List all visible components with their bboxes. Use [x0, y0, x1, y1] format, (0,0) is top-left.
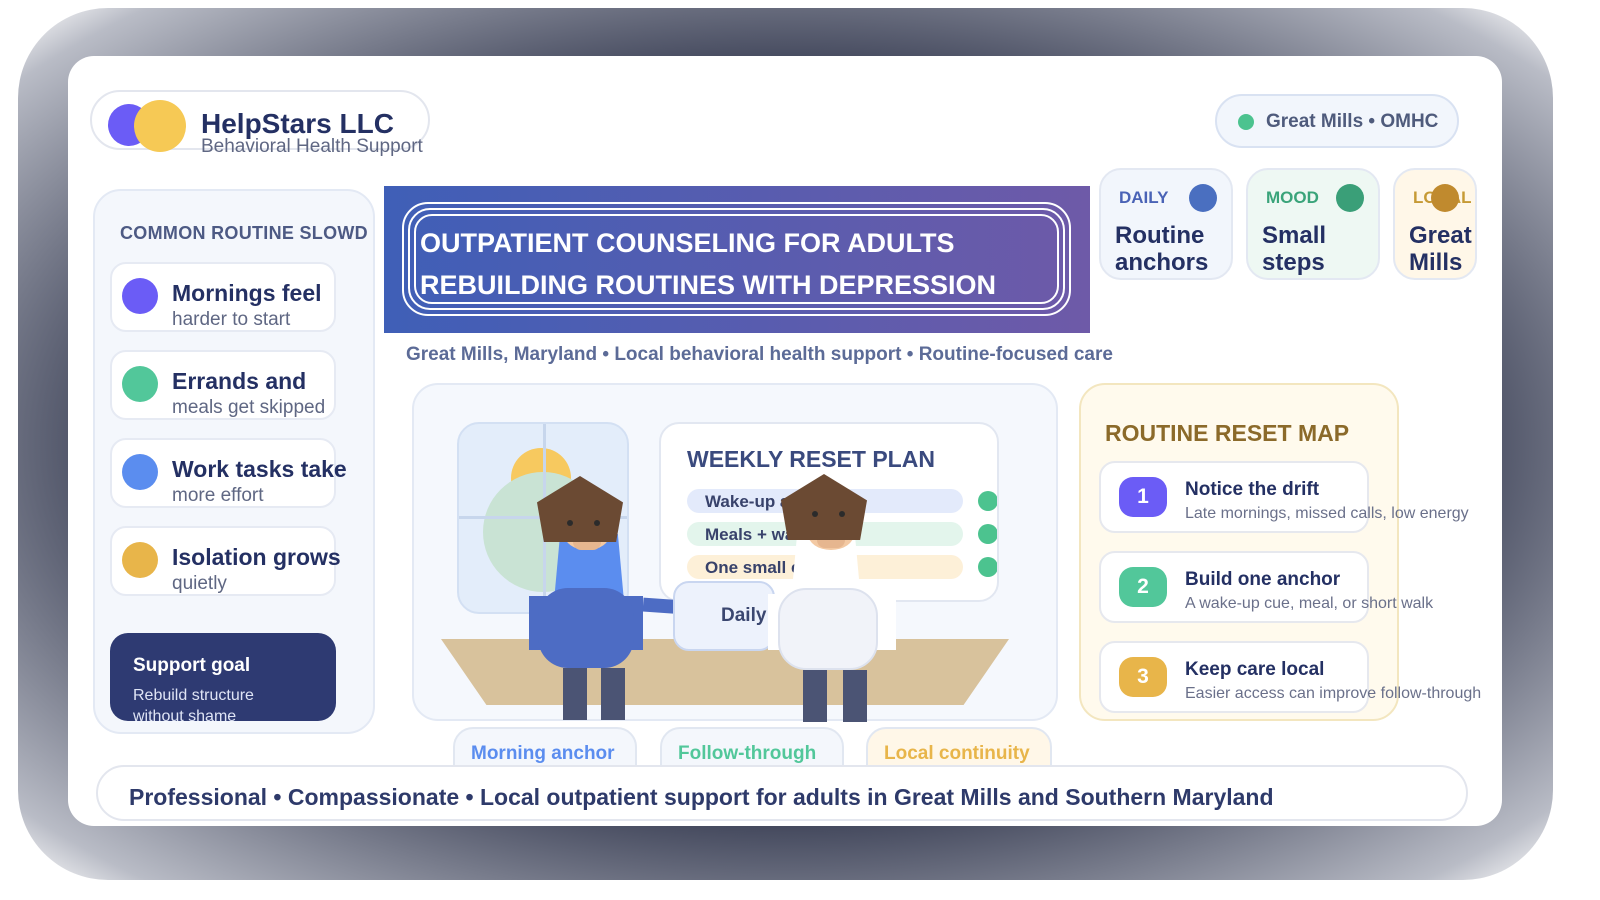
- badge-dot-icon: [1431, 184, 1459, 212]
- badge-tag: MOOD: [1266, 188, 1319, 207]
- badge-line-2: anchors: [1115, 249, 1209, 276]
- logo-yellow-circle: [134, 100, 186, 152]
- footer-pill: [96, 765, 1468, 821]
- counselor-eye: [812, 511, 818, 517]
- slowdown-title: Mornings feel: [172, 280, 322, 306]
- slowdown-dot-icon: [122, 454, 158, 490]
- plan-row-label: One small e: [705, 558, 801, 577]
- client-leg: [601, 668, 625, 720]
- step-description: Late mornings, missed calls, low energy: [1185, 505, 1469, 522]
- support-goal-title: Support goal: [133, 655, 251, 676]
- step-title: Notice the drift: [1185, 479, 1320, 500]
- slowdown-title: Isolation grows: [172, 544, 341, 570]
- counselor-leg: [843, 670, 867, 722]
- headline-subline: Great Mills, Maryland • Local behavioral…: [406, 344, 1113, 365]
- map-title: ROUTINE RESET MAP: [1105, 420, 1350, 446]
- step-number-badge: 1: [1119, 477, 1167, 517]
- banner-frame-line: [408, 208, 1065, 310]
- badge-line-2: steps: [1262, 249, 1325, 276]
- step-title: Build one anchor: [1185, 569, 1341, 590]
- step-number-badge: 2: [1119, 567, 1167, 607]
- check-dot-icon: [978, 557, 997, 577]
- slowdown-dot-icon: [122, 542, 158, 578]
- tag-label: Follow-through: [678, 743, 817, 764]
- footer-text: Professional • Compassionate • Local out…: [129, 784, 1274, 810]
- step-number-badge: 3: [1119, 657, 1167, 697]
- counselor-eye: [839, 511, 845, 517]
- client-leg: [563, 668, 587, 720]
- headline-line-2: REBUILDING ROUTINES WITH DEPRESSION: [420, 270, 997, 300]
- badge-line-1: Routine: [1115, 222, 1205, 249]
- step-description: Easier access can improve follow-through: [1185, 685, 1482, 702]
- location-badge[interactable]: [1215, 94, 1459, 148]
- check-dot-icon: [978, 491, 997, 511]
- tag-morning-anchor: Morning anchor: [453, 727, 637, 771]
- banner-frame-line: [414, 214, 1059, 304]
- speech-bubble: Daily p: [673, 581, 775, 651]
- slowdown-card-mornings: [110, 262, 336, 332]
- tag-label: Local continuity: [884, 743, 1030, 764]
- slowdown-sub: more effort: [172, 485, 264, 506]
- client-eye: [567, 520, 573, 526]
- counselor-smile: [817, 540, 845, 548]
- client-eye: [594, 520, 600, 526]
- support-goal-text: Rebuild structure without shame: [133, 687, 254, 721]
- client-smile: [573, 542, 601, 550]
- step-title: Keep care local: [1185, 659, 1325, 680]
- brand-name: HelpStars LLC: [201, 108, 394, 139]
- counselor-leg: [803, 670, 827, 722]
- slowdowns-heading: COMMON ROUTINE SLOWD: [120, 223, 368, 243]
- location-badge-text: Great Mills • OMHC: [1266, 111, 1439, 132]
- tag-label: Morning anchor: [471, 743, 615, 764]
- badge-line-1: Great: [1409, 222, 1472, 249]
- slowdown-title: Errands and: [172, 368, 307, 394]
- badge-line-1: Small: [1262, 222, 1327, 249]
- badge-dot-icon: [1336, 184, 1364, 212]
- slowdown-dot-icon: [122, 366, 158, 402]
- location-status-dot: [1238, 114, 1254, 130]
- support-goal-card: Support goal Rebuild structure without s…: [110, 633, 336, 721]
- badge-dot-icon: [1189, 184, 1217, 212]
- slowdown-title: Work tasks take: [172, 456, 347, 482]
- badge-daily: DAILY Routine anchors: [1099, 168, 1233, 280]
- slowdown-dot-icon: [122, 278, 158, 314]
- slowdown-sub: quietly: [172, 573, 227, 594]
- hero-card: HelpStars LLC Behavioral Health Support …: [68, 56, 1502, 826]
- badge-mood: MOOD Small steps: [1246, 168, 1380, 280]
- step-description: A wake-up cue, meal, or short walk: [1185, 595, 1434, 612]
- banner-frame-line: [402, 202, 1071, 316]
- weekly-plan-title: WEEKLY RESET PLAN: [687, 446, 935, 472]
- badge-local: LOCAL Great Mills: [1393, 168, 1477, 280]
- headline-line-1: OUTPATIENT COUNSELING FOR ADULTS: [420, 228, 955, 258]
- slowdown-sub: harder to start: [172, 309, 291, 330]
- counselor-body: [778, 588, 878, 670]
- plan-row-label: Meals + wa: [705, 525, 795, 544]
- speech-bubble-text: Daily p: [721, 605, 773, 626]
- client-body: [538, 588, 634, 668]
- badge-tag: DAILY: [1119, 188, 1169, 207]
- slowdown-sub: meals get skipped: [172, 397, 326, 418]
- check-dot-icon: [978, 524, 997, 544]
- plan-row-label: Wake-up a: [705, 492, 790, 511]
- brand-tagline: Behavioral Health Support: [201, 136, 423, 157]
- badge-line-2: Mills: [1409, 249, 1463, 276]
